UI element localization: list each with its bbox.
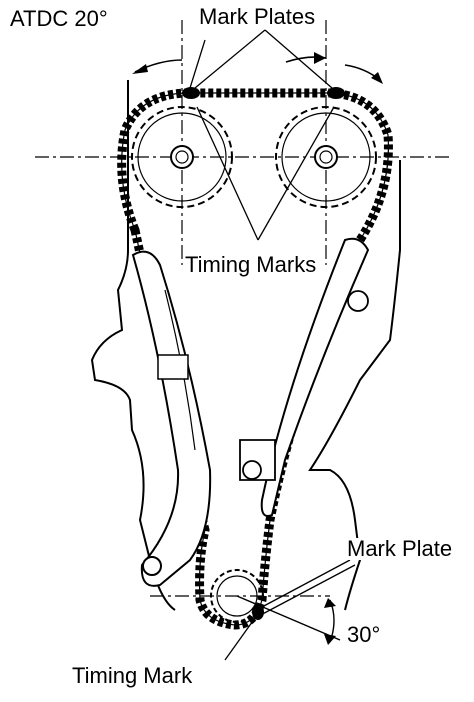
leader-lines	[189, 29, 356, 661]
chain-tensioner-arm	[131, 250, 212, 587]
rotation-arrows	[132, 52, 383, 84]
mark-plate-label: Mark Plate	[345, 536, 455, 561]
atdc-label: ATDC 20°	[8, 6, 110, 31]
chain-guide	[239, 237, 370, 517]
angle-label: 30°	[345, 622, 383, 647]
timing-marks-label: Timing Marks	[183, 252, 319, 277]
left-camshaft-sprocket	[131, 106, 233, 208]
centerlines	[35, 20, 450, 597]
right-camshaft-sprocket	[275, 106, 377, 208]
mark-plates-label: Mark Plates	[197, 4, 318, 29]
timing-mark-label: Timing Mark	[70, 663, 195, 688]
angle-30-indicator	[236, 595, 341, 645]
mark-plate-bottom	[252, 604, 264, 620]
mark-plates-top	[182, 87, 345, 99]
crankshaft-sprocket	[210, 569, 264, 623]
